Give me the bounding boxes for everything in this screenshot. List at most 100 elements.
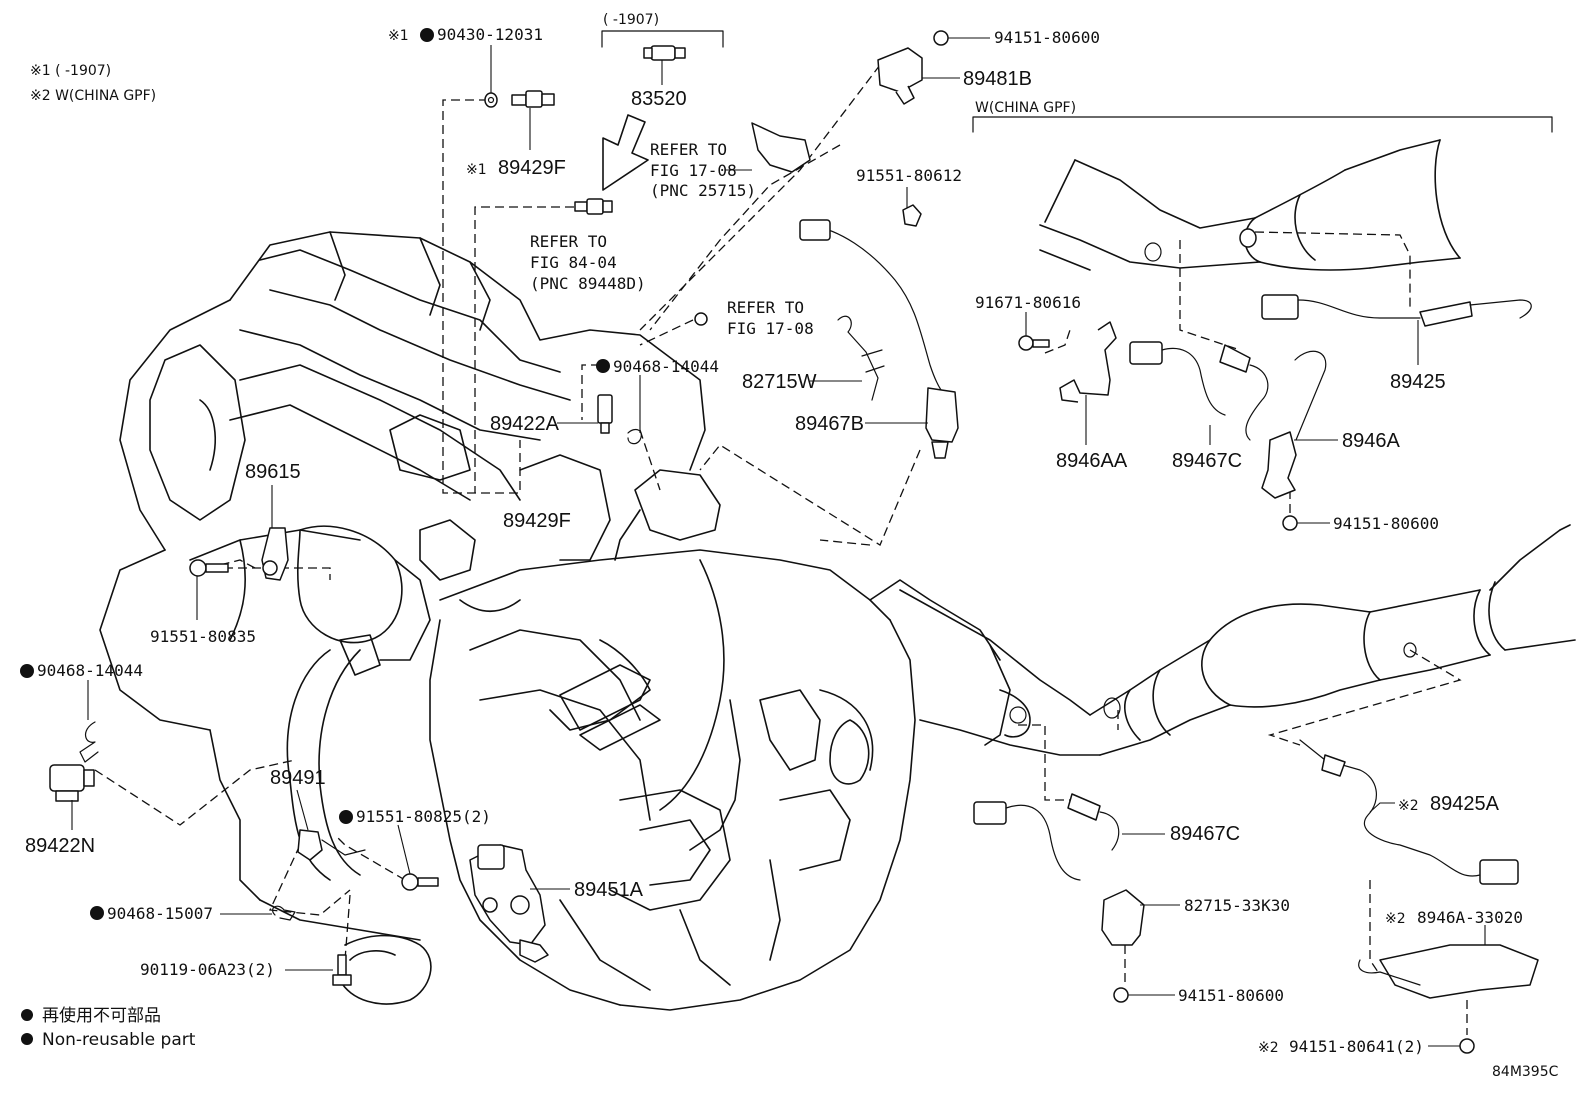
nut-ref-17-08-part — [694, 312, 708, 326]
bracket-25715-part — [751, 122, 811, 173]
label-90430-12031: 90430-12031 — [437, 25, 543, 44]
group-brackets — [601, 30, 1553, 133]
figure-code: 84M395C — [1492, 1064, 1559, 1080]
legend-en: Non-reusable part — [42, 1030, 196, 1050]
label-89481b: 89481B — [963, 68, 1032, 90]
bolt-91551-80612-part — [902, 204, 922, 227]
sensor-89429f-top-part — [511, 90, 555, 108]
label-83520: 83520 — [631, 88, 687, 110]
bracket-8946a-33020-part — [1379, 944, 1539, 999]
clip-90468-15007-part — [272, 905, 296, 921]
label-89429f-top: 89429F — [498, 157, 566, 179]
legend-dot-jp — [21, 1009, 33, 1021]
sensor-89422n-part — [49, 764, 95, 802]
label-8946a-33020: 8946A-33020 — [1417, 908, 1523, 927]
non-reusable-dot-90468-15007 — [90, 906, 104, 920]
switch-89451a-part — [469, 844, 549, 963]
sensor-89422a-part — [597, 394, 642, 445]
non-reusable-dot-90430 — [420, 28, 434, 42]
ref-17-08-b-line1: REFER TO — [727, 298, 804, 317]
ref-17-08-b-line2: FIG 17-08 — [727, 319, 814, 338]
label-89425: 89425 — [1390, 371, 1446, 393]
label-90468-14044-a: 90468-14044 — [613, 357, 719, 376]
mark-8946a-33020: ※2 — [1385, 911, 1406, 927]
sensor-89481b-part — [877, 47, 923, 105]
legend-dot-en — [21, 1033, 33, 1045]
ref-84-04-line1: REFER TO — [530, 232, 607, 251]
leader-lines — [71, 37, 1486, 1047]
bracket-8946aa-part — [1059, 321, 1117, 403]
label-91551-80612: 91551-80612 — [856, 166, 962, 185]
mark-94151-80641: ※2 — [1258, 1040, 1279, 1056]
non-reusable-dot-90468-14044-b — [20, 664, 34, 678]
label-8946aa: 8946AA — [1056, 450, 1128, 472]
label-89615: 89615 — [245, 461, 301, 483]
bolt-90119-06a23-part — [332, 954, 352, 986]
labels: ※1 ( -1907) ※2 W(CHINA GPF) ( -1907) W(C… — [20, 12, 1559, 1080]
label-82715-33k30: 82715-33K30 — [1184, 896, 1290, 915]
note-1: ※1 ( -1907) — [30, 63, 111, 79]
label-90119-06a23: 90119-06A23(2) — [140, 960, 275, 979]
dashed-reference-lines — [94, 64, 1468, 1035]
mark-90430: ※1 — [388, 28, 409, 44]
ref-17-08-a-line1: REFER TO — [650, 140, 727, 159]
legend-jp: 再使用不可部品 — [42, 1005, 161, 1026]
label-94151-80600-right: 94151-80600 — [1333, 514, 1439, 533]
part-glyphs — [49, 30, 1539, 1054]
ref-17-08-a-line3: (PNC 25715) — [650, 181, 756, 200]
label-89429f-mid: 89429F — [503, 510, 571, 532]
nut-94151-80600-bottom-part — [1113, 987, 1129, 1003]
nut-94151-80641-part — [1459, 1038, 1475, 1054]
sensor-89615-part — [261, 527, 289, 581]
label-82715w: 82715W — [742, 371, 817, 393]
bolt-91551-80825-part — [401, 873, 439, 891]
sensor-89491-part — [297, 829, 366, 861]
label-94151-80600-bottom: 94151-80600 — [1178, 986, 1284, 1005]
clamp-82715-33k30-part — [1101, 889, 1145, 946]
sensor-89467b-part — [799, 219, 959, 459]
sensor-89425a-part — [1299, 739, 1519, 885]
ref-84-04-line3: (PNC 89448D) — [530, 274, 646, 293]
gasket-90430-12031-part — [484, 92, 498, 108]
exhaust-gpf-drawing — [1039, 139, 1461, 271]
label-91551-80825: 91551-80825(2) — [356, 807, 491, 826]
clip-90468-14044-left-part — [79, 721, 99, 763]
china-gpf-label: W(CHINA GPF) — [975, 100, 1076, 116]
label-89467b: 89467B — [795, 413, 864, 435]
sensor-89467c-gpf-part — [1129, 341, 1269, 441]
label-8946a: 8946A — [1342, 430, 1400, 452]
exhaust-front-pipe-drawing — [899, 524, 1576, 756]
sensor-89425-part — [1261, 294, 1532, 327]
bracket-8946a-part — [1261, 431, 1297, 499]
engine-assembly-drawing — [99, 231, 1001, 1011]
mark-89425a: ※2 — [1398, 798, 1419, 814]
label-89451a: 89451A — [574, 879, 644, 901]
non-reusable-dot-91551-80825 — [339, 810, 353, 824]
label-89425a: 89425A — [1430, 793, 1500, 815]
label-89467c-gpf: 89467C — [1172, 450, 1242, 472]
nut-94151-80600-top-part — [933, 30, 949, 46]
label-90468-14044-b: 90468-14044 — [37, 661, 143, 680]
mark-89429f: ※1 — [466, 162, 487, 178]
label-94151-80600-top: 94151-80600 — [994, 28, 1100, 47]
ref-84-04-line2: FIG 84-04 — [530, 253, 617, 272]
sensor-89467c-lower-part — [973, 793, 1120, 881]
bracket-1907-label: ( -1907) — [603, 12, 659, 28]
nut-94151-80600-right-part — [1282, 515, 1298, 531]
label-94151-80641: 94151-80641(2) — [1289, 1037, 1424, 1056]
bolt-91551-80835-part — [189, 559, 229, 577]
switch-83520-part — [643, 45, 686, 61]
bolt-91671-80616-part — [1018, 335, 1050, 351]
clamp-82715w-part — [837, 315, 885, 401]
label-89422n: 89422N — [25, 835, 95, 857]
label-89491: 89491 — [270, 767, 326, 789]
ref-17-08-a-line2: FIG 17-08 — [650, 161, 737, 180]
label-89467c-lower: 89467C — [1170, 823, 1240, 845]
label-91671-80616: 91671-80616 — [975, 293, 1081, 312]
direction-arrow — [602, 114, 649, 191]
non-reusable-dot-90468-14044-a — [596, 359, 610, 373]
sensor-84-04-part — [574, 198, 613, 215]
note-2: ※2 W(CHINA GPF) — [30, 88, 156, 104]
label-90468-15007: 90468-15007 — [107, 904, 213, 923]
